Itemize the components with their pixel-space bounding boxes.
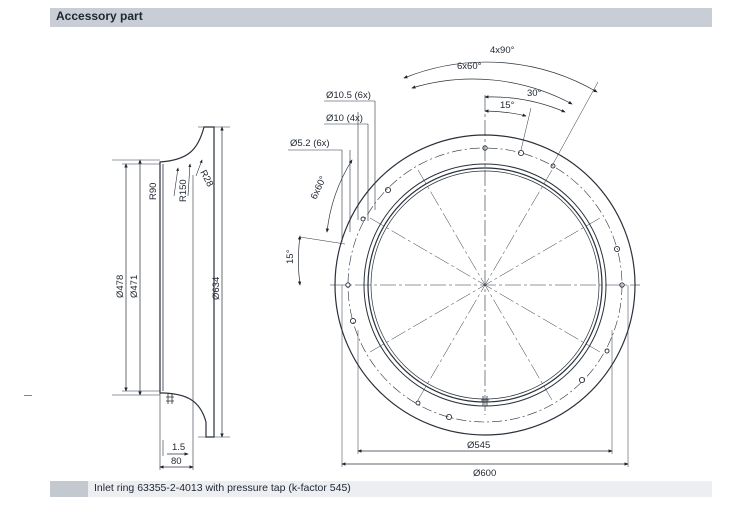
footer-bar: Inlet ring 63355-2-4013 with pressure ta… xyxy=(50,481,712,497)
label-thickness: 1.5 xyxy=(172,442,185,453)
pressure-tap xyxy=(166,393,174,404)
label-hole-10: Ø10 (4x) xyxy=(326,113,363,124)
label-hole-10-5: Ø10.5 (6x) xyxy=(326,90,371,101)
pressure-tap-front xyxy=(481,396,489,406)
label-4x90: 4x90° xyxy=(490,45,515,56)
ring-profile xyxy=(159,126,215,438)
label-d471: Ø471 xyxy=(129,275,140,298)
label-15-top: 15° xyxy=(500,100,515,111)
side-view xyxy=(112,126,230,470)
front-view xyxy=(288,61,640,467)
label-depth: 80 xyxy=(171,456,182,467)
arc-6x60 xyxy=(411,78,573,105)
label-hole-5-2: Ø5.2 (6x) xyxy=(290,138,330,149)
arc-6x60-left xyxy=(325,159,353,233)
arc-15 xyxy=(484,109,527,117)
label-d545: Ø545 xyxy=(467,440,490,451)
label-d600: Ø600 xyxy=(473,468,496,479)
label-r90: R90 xyxy=(148,183,159,200)
label-r28: R28 xyxy=(197,168,215,189)
header-bar: Accessory part xyxy=(50,8,712,27)
page-title: Accessory part xyxy=(56,9,143,23)
front-view-labels: 4x90° 6x60° 30° 15° Ø10.5 (6x) Ø10 (4x) … xyxy=(285,45,542,479)
arc-30 xyxy=(484,95,566,113)
label-r150: R150 xyxy=(178,179,189,202)
mounting-holes xyxy=(345,145,625,421)
label-15-left: 15° xyxy=(285,249,296,264)
arc-15-left xyxy=(297,235,302,286)
hole-pitch-circle xyxy=(347,147,623,423)
label-6x60-top: 6x60° xyxy=(457,61,482,72)
margin-tick xyxy=(24,395,32,396)
footer-swatch xyxy=(50,481,88,497)
label-d634: Ø634 xyxy=(211,277,222,300)
footer-caption: Inlet ring 63355-2-4013 with pressure ta… xyxy=(94,482,351,494)
label-6x60-left: 6x60° xyxy=(309,174,329,201)
side-view-labels: R90 R150 R28 Ø478 Ø471 Ø634 1.5 80 xyxy=(115,168,222,467)
label-d478: Ø478 xyxy=(115,275,126,298)
label-30: 30° xyxy=(527,88,542,99)
arc-4x90 xyxy=(403,61,598,93)
